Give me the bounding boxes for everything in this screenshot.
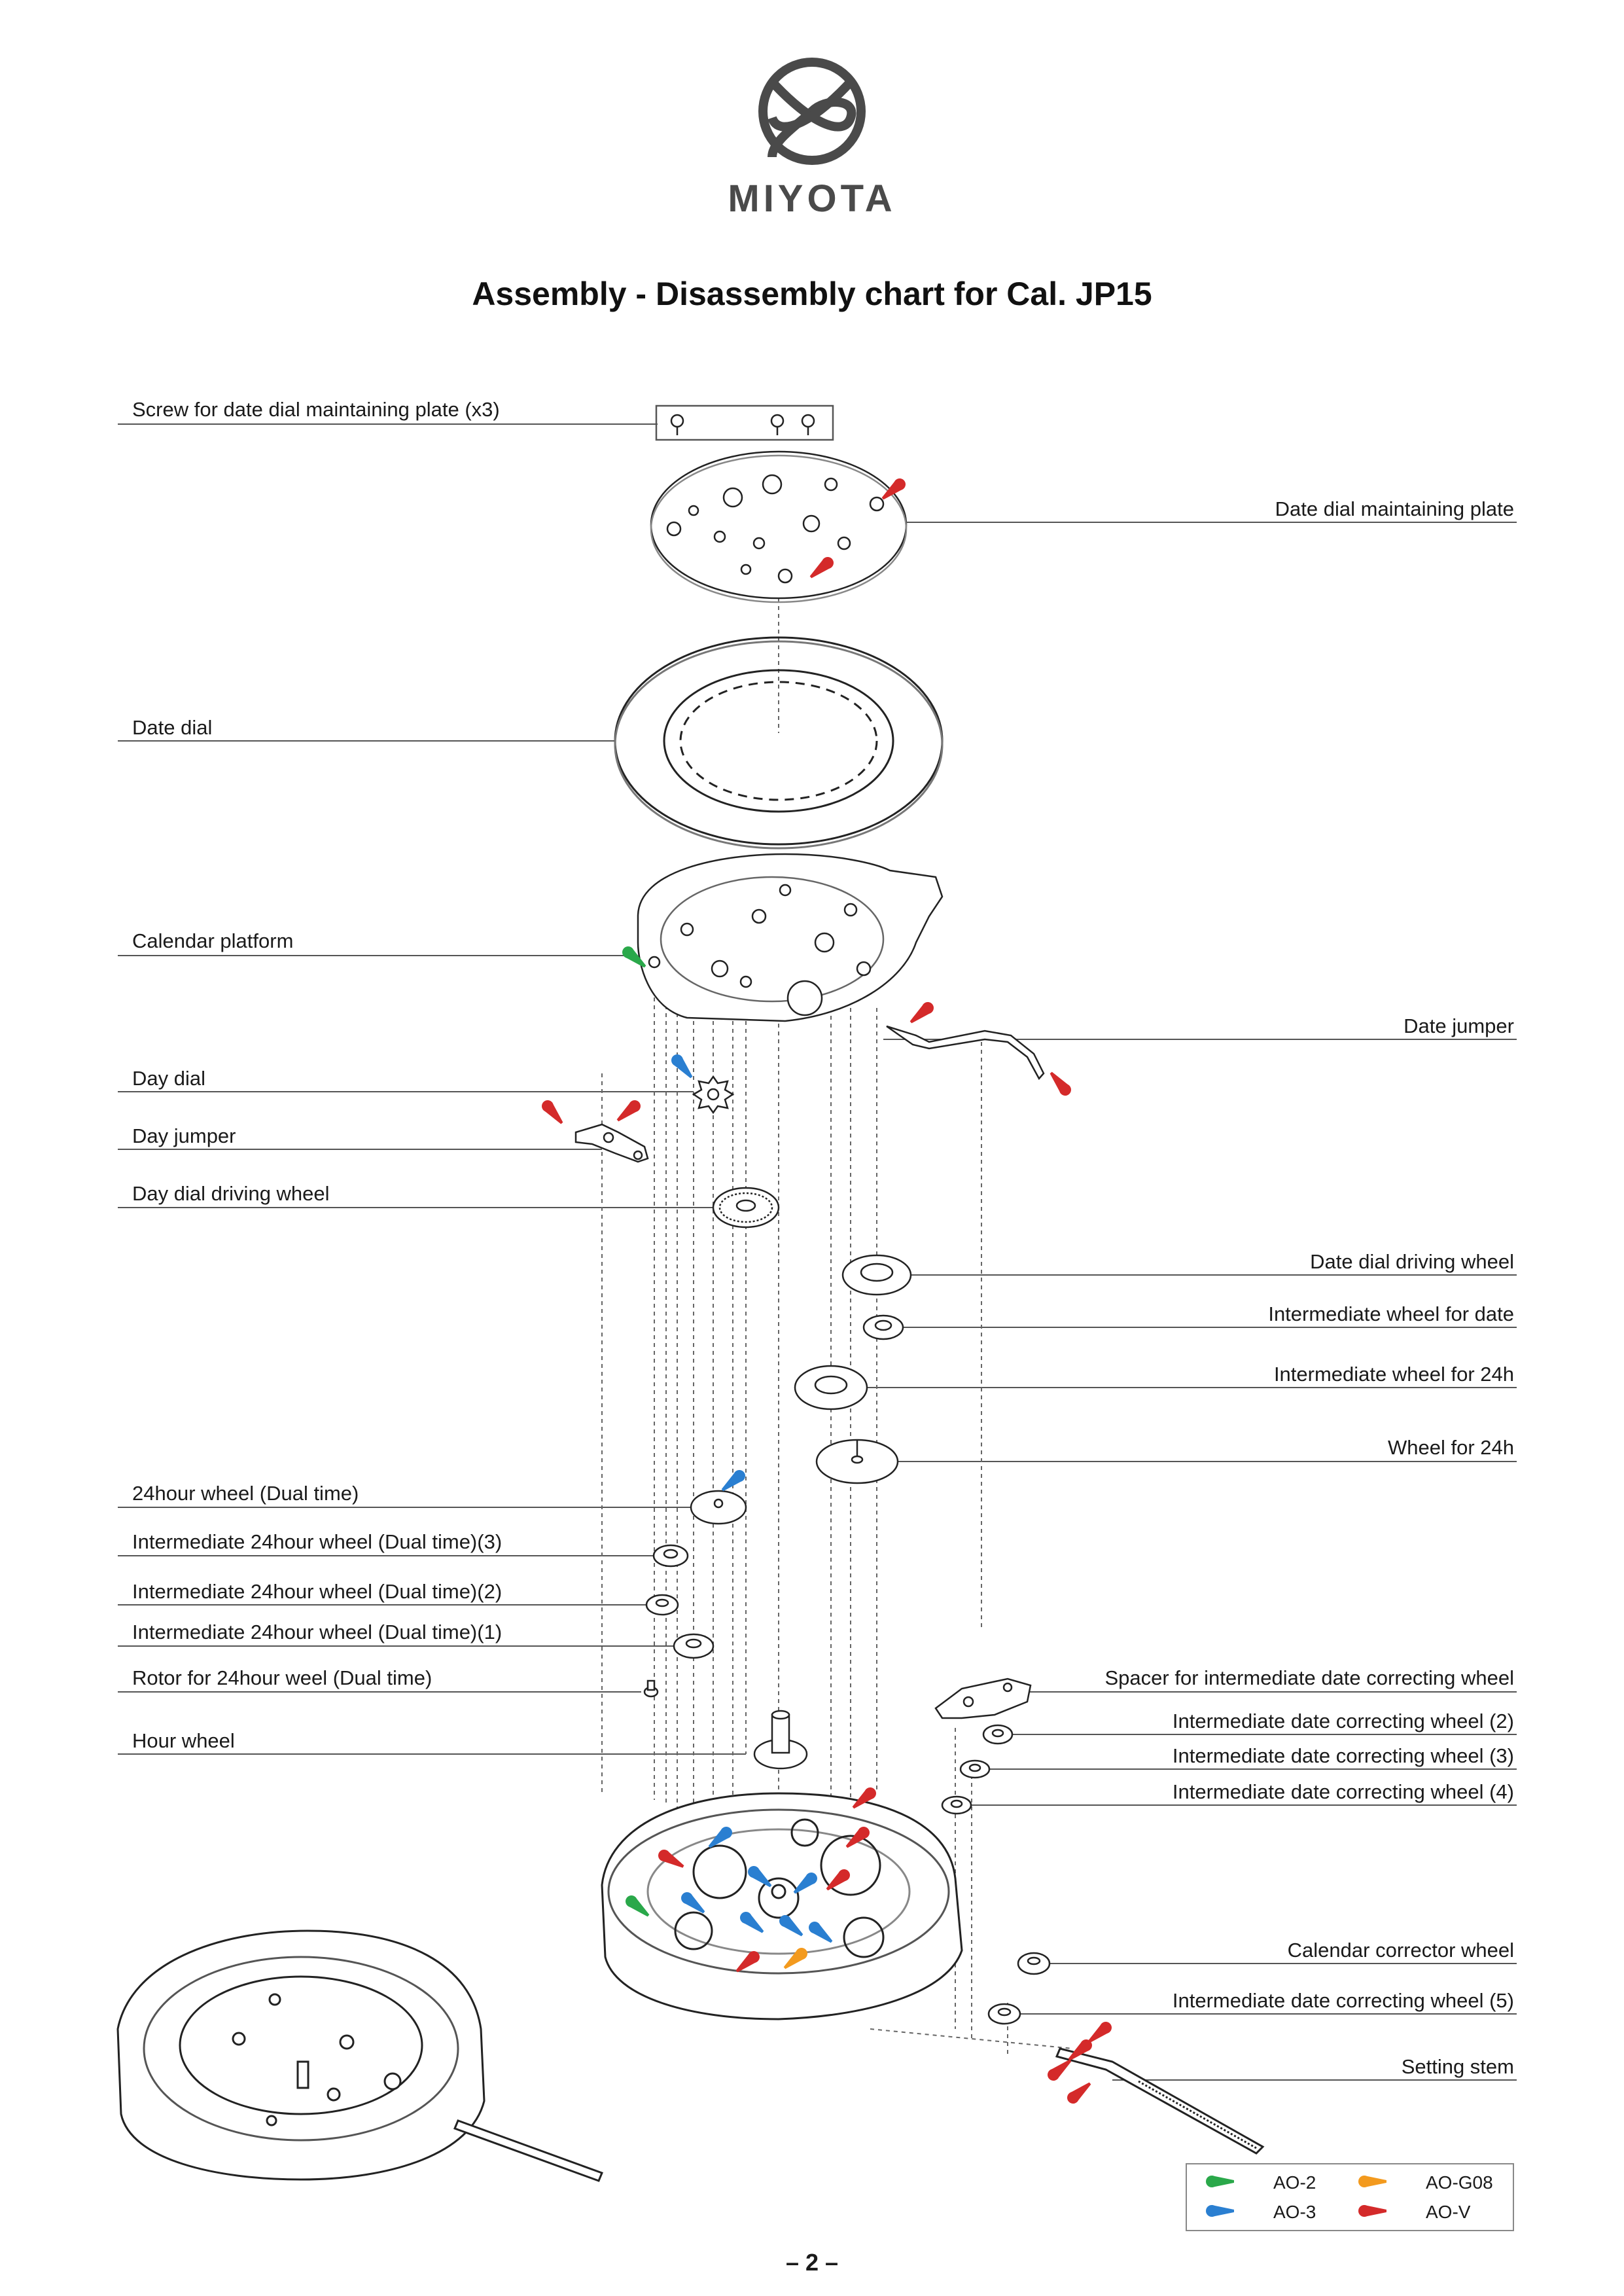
page-number: – 2 – <box>785 2249 839 2276</box>
screw-icon <box>670 414 684 435</box>
brand-name: MIYOTA <box>728 177 896 220</box>
hour24-wheel-dual-time <box>690 1490 747 1525</box>
hour-wheel <box>753 1710 808 1770</box>
label-24hour-wheel-dual: 24hour wheel (Dual time) <box>132 1482 359 1505</box>
label-day-dial-driving-wheel: Day dial driving wheel <box>132 1182 330 1205</box>
idcw-5 <box>987 2003 1021 2025</box>
setting-stem <box>1055 2047 1265 2155</box>
page-title: Assembly - Disassembly chart for Cal. JP… <box>472 276 1152 312</box>
screw-icon <box>770 414 785 435</box>
label-hour-wheel: Hour wheel <box>132 1729 235 1752</box>
label-idcw-5: Intermediate date correcting wheel (5) <box>1172 1989 1514 2012</box>
day-dial <box>692 1075 735 1115</box>
screw-group <box>655 404 834 441</box>
wheel-for-24h <box>815 1439 899 1484</box>
leader-lines <box>118 423 1517 2081</box>
date-dial <box>614 636 944 850</box>
date-jumper <box>886 1025 1045 1081</box>
label-day-dial: Day dial <box>132 1067 205 1090</box>
date-dial-maintaining-plate <box>650 450 908 603</box>
legend-item-ao3: AO-3 <box>1273 2202 1316 2222</box>
label-date-dial: Date dial <box>132 716 213 739</box>
assembled-movement <box>116 1929 603 2182</box>
intermediate-24hour-wheel-1 <box>673 1633 715 1659</box>
label-calendar-corrector-wheel: Calendar corrector wheel <box>1287 1939 1514 1962</box>
label-setting-stem: Setting stem <box>1401 2055 1514 2078</box>
label-screw-date-plate: Screw for date dial maintaining plate (x… <box>132 398 500 421</box>
day-dial-driving-wheel <box>712 1187 780 1229</box>
legend-item-aov: AO-V <box>1426 2202 1471 2222</box>
label-idcw-4: Intermediate date correcting wheel (4) <box>1172 1780 1514 1803</box>
main-movement <box>601 1792 963 2020</box>
label-date-jumper: Date jumper <box>1403 1014 1514 1037</box>
screw-icon <box>801 414 815 435</box>
label-wheel-24h: Wheel for 24h <box>1388 1436 1514 1459</box>
label-rotor-24hour: Rotor for 24hour weel (Dual time) <box>132 1666 432 1689</box>
label-date-dial-maintaining-plate: Date dial maintaining plate <box>1275 497 1514 520</box>
label-inter-24hour-2: Intermediate 24hour wheel (Dual time)(2) <box>132 1580 503 1603</box>
calendar-platform <box>637 853 944 1022</box>
oil-markers-green <box>620 944 652 1920</box>
label-day-jumper: Day jumper <box>132 1124 236 1147</box>
wheels-right <box>794 1254 1051 2025</box>
label-idcw-2: Intermediate date correcting wheel (2) <box>1172 1710 1514 1732</box>
intermediate-wheel-for-date <box>862 1314 904 1340</box>
date-dial-driving-wheel <box>841 1254 912 1296</box>
idcw-2 <box>982 1724 1014 1745</box>
intermediate-24hour-wheel-2 <box>645 1594 679 1616</box>
intermediate-24hour-wheel-3 <box>652 1544 689 1568</box>
lubricant-legend: AO-2 AO-G08 AO-3 AO-V <box>1186 2163 1514 2231</box>
miyota-logo-icon <box>758 58 866 165</box>
label-inter-24hour-3: Intermediate 24hour wheel (Dual time)(3) <box>132 1530 503 1553</box>
spacer-for-idcw <box>934 1677 1032 1719</box>
idcw-4 <box>941 1795 972 1815</box>
label-calendar-platform: Calendar platform <box>132 929 294 952</box>
intermediate-wheel-for-24h <box>794 1365 868 1410</box>
label-spacer-idcw: Spacer for intermediate date correcting … <box>1104 1666 1515 1689</box>
label-date-dial-driving-wheel: Date dial driving wheel <box>1310 1250 1514 1273</box>
label-idcw-3: Intermediate date correcting wheel (3) <box>1172 1744 1514 1767</box>
wheels-left <box>643 1187 808 1770</box>
legend-item-aog08: AO-G08 <box>1426 2172 1493 2193</box>
day-jumper <box>574 1123 649 1163</box>
calendar-corrector-wheel <box>1017 1952 1051 1975</box>
label-intermediate-wheel-date: Intermediate wheel for date <box>1268 1302 1514 1325</box>
label-intermediate-wheel-24h: Intermediate wheel for 24h <box>1273 1363 1514 1386</box>
label-inter-24hour-1: Intermediate 24hour wheel (Dual time)(1) <box>132 1621 503 1643</box>
assembly-axes <box>601 465 1074 2055</box>
idcw-3 <box>959 1759 991 1779</box>
legend-item-ao2: AO-2 <box>1273 2172 1316 2193</box>
rotor-24hour <box>643 1679 659 1698</box>
